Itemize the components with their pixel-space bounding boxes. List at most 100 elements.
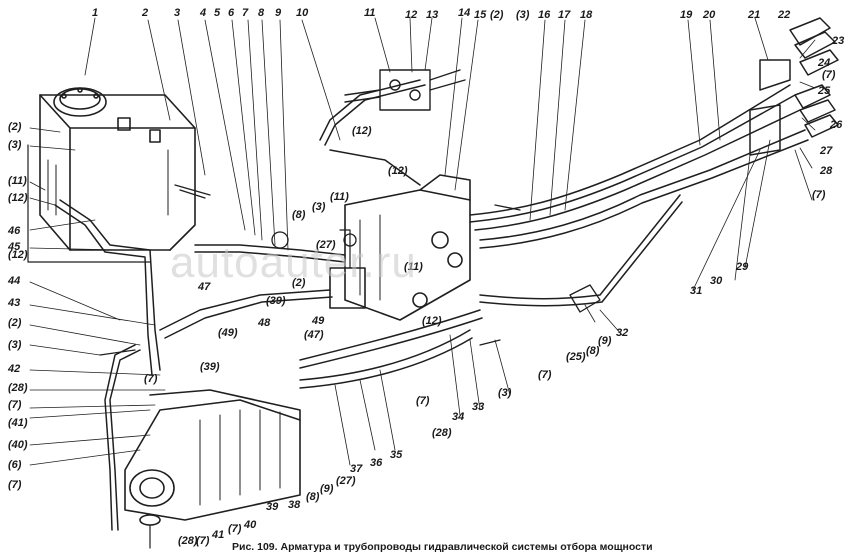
callout-label: (7): [144, 373, 158, 385]
watermark-text: autoauter.ru: [170, 238, 417, 287]
callout-label: 5: [214, 7, 221, 19]
callout-label: (7): [8, 479, 22, 491]
callout-label: (7): [228, 523, 242, 535]
callout-label: (41): [8, 417, 28, 429]
callout-label: 21: [748, 9, 761, 21]
callout-label: (3): [312, 201, 326, 213]
callout-label: 23: [832, 35, 845, 47]
callout-label: (11): [404, 261, 423, 273]
callout-label: 46: [8, 225, 21, 237]
callout-label: (39): [200, 361, 220, 373]
callout-label: (7): [196, 535, 210, 547]
callout-label: (40): [8, 439, 28, 451]
callout-label: 2: [142, 7, 149, 19]
callout-label: 35: [390, 449, 403, 461]
callout-label: (8): [292, 209, 306, 221]
callout-label: 16: [538, 9, 551, 21]
callout-label: (28): [432, 427, 452, 439]
callout-label: 22: [778, 9, 791, 21]
callout-label: 45: [8, 241, 21, 253]
callout-label: 9: [275, 7, 282, 19]
callout-label: (49): [218, 327, 238, 339]
callout-label: (7): [538, 369, 552, 381]
callout-label: 19: [680, 9, 693, 21]
callout-label: 1: [92, 7, 99, 19]
callout-label: 32: [616, 327, 629, 339]
callout-label: (12): [388, 165, 408, 177]
callout-label: 18: [580, 9, 593, 21]
callout-label: 4: [200, 7, 207, 19]
callout-label: 34: [452, 411, 465, 423]
callout-label: 24: [818, 57, 831, 69]
callout-label: (12): [422, 315, 442, 327]
callout-label: 3: [174, 7, 181, 19]
callout-label: (8): [586, 345, 600, 357]
callout-label: (3): [516, 9, 530, 21]
callout-label: (7): [416, 395, 430, 407]
figure-caption: Рис. 109. Арматура и трубопроводы гидрав…: [232, 541, 653, 553]
callout-label: 10: [296, 7, 309, 19]
callout-label: (2): [8, 317, 22, 329]
callout-label: 44: [8, 275, 21, 287]
callout-label: (25): [566, 351, 586, 363]
callout-label: 26: [830, 119, 843, 131]
callout-label: (7): [822, 69, 836, 81]
callout-label: 30: [710, 275, 723, 287]
callout-label: (11): [330, 191, 349, 203]
callout-label: (2): [292, 277, 306, 289]
callout-label: 43: [8, 297, 21, 309]
callout-label: 6: [228, 7, 235, 19]
callout-label: 20: [703, 9, 716, 21]
pump-unit: [124, 389, 301, 549]
callout-label: (12): [8, 249, 28, 261]
callout-label: 41: [212, 529, 225, 541]
callout-label: 25: [818, 85, 831, 97]
callout-label: 13: [426, 9, 439, 21]
callout-label: (11): [8, 175, 27, 187]
callout-label: 12: [405, 9, 418, 21]
callout-label: 47: [198, 281, 211, 293]
mounting-hardware: [99, 184, 601, 356]
callout-label: (9): [598, 335, 612, 347]
callout-label: (3): [8, 339, 22, 351]
callout-label: 14: [458, 7, 471, 19]
callout-label: 33: [472, 401, 485, 413]
callout-label: 28: [820, 165, 833, 177]
callout-label: (27): [316, 239, 336, 251]
callout-label: 11: [364, 7, 376, 19]
callout-label: 7: [242, 7, 249, 19]
callout-label: (8): [306, 491, 320, 503]
callout-label: (39): [266, 295, 286, 307]
callout-label: 48: [258, 317, 271, 329]
distributor-block: [329, 174, 471, 321]
callout-label: 39: [266, 501, 279, 513]
callout-label: 29: [736, 261, 749, 273]
callout-label: (7): [8, 399, 22, 411]
callout-label: (28): [8, 382, 28, 394]
callout-label: (27): [336, 475, 356, 487]
callout-label: 37: [350, 463, 363, 475]
callout-label: (2): [8, 121, 22, 133]
callout-label: (2): [490, 9, 504, 21]
callout-label: (3): [498, 387, 512, 399]
callout-label: (9): [320, 483, 334, 495]
callout-label: (3): [8, 139, 22, 151]
callout-label: 27: [820, 145, 833, 157]
pipeline-bundle: [299, 79, 809, 389]
callout-label: 8: [258, 7, 265, 19]
oil-tank: [27, 87, 196, 263]
callout-label: 17: [558, 9, 571, 21]
callout-label: 36: [370, 457, 383, 469]
callout-leader-lines: [29, 17, 816, 466]
valve-cluster: [344, 69, 466, 111]
callout-label: 15: [474, 9, 487, 21]
callout-label: (7): [812, 189, 826, 201]
callout-label: 38: [288, 499, 301, 511]
callout-label: 31: [690, 285, 703, 297]
callout-label: 49: [312, 315, 325, 327]
callout-label: (12): [8, 192, 28, 204]
callout-label: (47): [304, 329, 324, 341]
callout-label: (12): [352, 125, 372, 137]
